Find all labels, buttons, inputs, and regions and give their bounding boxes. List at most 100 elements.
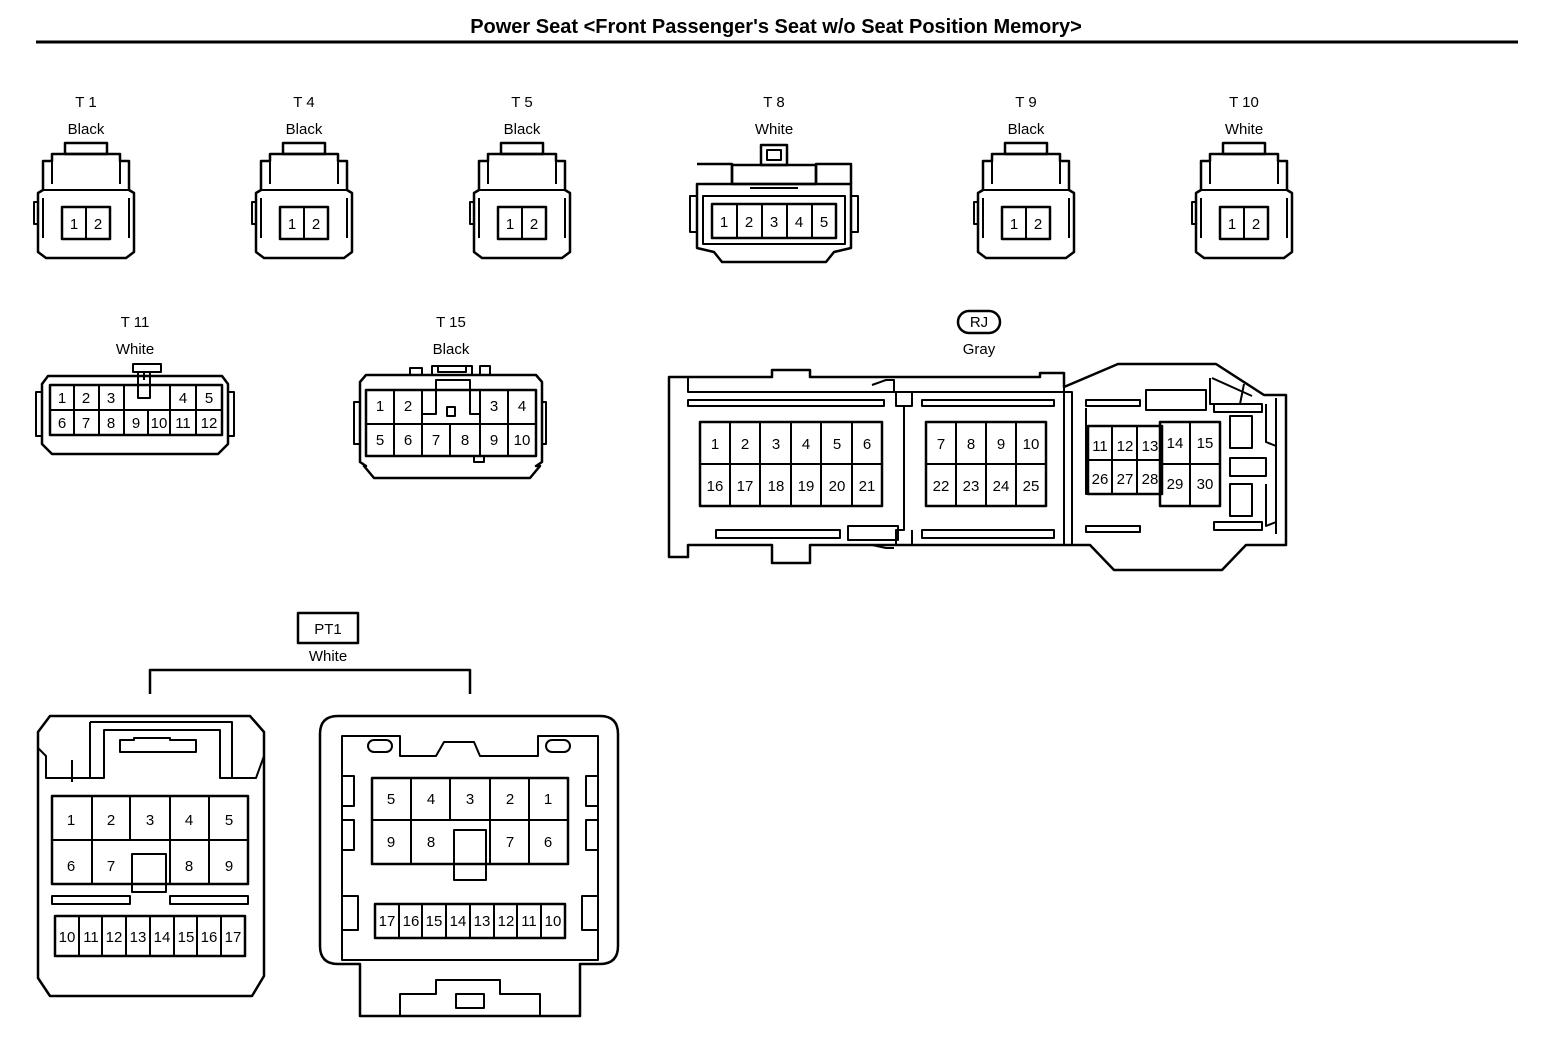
connector-pt1-male-pin: 2 [506, 791, 514, 808]
connector-t5-pin: 2 [530, 216, 538, 233]
connector-rj-pin: 2 [741, 436, 749, 453]
connector-rj-pin: 10 [1023, 436, 1040, 453]
connector-t9-color: Black [1008, 121, 1045, 138]
connector-rj-pin: 8 [967, 436, 975, 453]
connector-pt1-female: 1 2 3 4 5 6 7 8 9 10 11 12 13 14 15 16 1… [36, 714, 266, 998]
connector-t9-pin: 2 [1034, 216, 1042, 233]
connector-t11-pin: 2 [82, 390, 90, 407]
connector-t15-body: 1 2 3 4 5 6 7 8 9 10 [353, 365, 547, 480]
connector-pt1-female-pin: 11 [83, 929, 99, 946]
connector-t8-pin: 4 [795, 214, 803, 231]
connector-rj-pin: 27 [1117, 471, 1134, 488]
connector-pt1-male-pin: 6 [544, 834, 552, 851]
connector-t4-pin: 2 [312, 216, 320, 233]
connector-t11-pin: 8 [107, 415, 115, 432]
connector-pt1-female-pin: 14 [154, 929, 171, 946]
connector-pt1-female-pin: 4 [185, 812, 193, 829]
connector-rj-pin: 9 [997, 436, 1005, 453]
connector-t11-pin: 7 [82, 415, 90, 432]
connector-pt1-name: PT1 [314, 621, 342, 638]
connector-t4: T 4 Black 1 2 [251, 94, 354, 260]
connector-rj-pin: 15 [1197, 435, 1214, 452]
connector-rj-pin: 5 [833, 436, 841, 453]
connector-t5-body: 1 2 [469, 141, 572, 260]
connector-pt1-male-pin: 5 [387, 791, 395, 808]
connector-t1-pin: 2 [94, 216, 102, 233]
connector-t5-name: T 5 [511, 94, 532, 111]
connector-t11: T 11 White 1 2 3 4 5 6 7 8 9 10 11 12 [35, 314, 235, 456]
connector-rj-pin: 25 [1023, 478, 1040, 495]
connector-t11-pin: 3 [107, 390, 115, 407]
connector-t4-body: 1 2 [251, 141, 354, 260]
connector-rj-pin: 19 [798, 478, 815, 495]
connector-pt1-female-pin: 12 [106, 929, 123, 946]
connector-t10-name: T 10 [1229, 94, 1259, 111]
connector-t10-body: 1 2 [1191, 141, 1294, 260]
connector-pt1-male-pin: 9 [387, 834, 395, 851]
connector-t11-pin: 12 [201, 415, 218, 432]
connector-pt1-male-pin: 16 [403, 913, 420, 930]
connector-t1: T 1 Black 1 2 [33, 94, 136, 260]
connector-t8-pin: 2 [745, 214, 753, 231]
connector-rj-name: RJ [970, 314, 988, 331]
connector-pt1-male-pin: 11 [521, 913, 537, 930]
connector-t8-color: White [755, 121, 793, 138]
connector-t15-pin: 10 [514, 432, 531, 449]
connector-pt1-bracket [148, 668, 472, 694]
connector-rj-pin: 24 [993, 478, 1010, 495]
connector-rj-pin: 18 [768, 478, 785, 495]
connector-rj-pin: 4 [802, 436, 810, 453]
connector-t15-pin: 4 [518, 398, 526, 415]
connector-t15-name: T 15 [436, 314, 466, 331]
connector-pt1-male-pin: 4 [427, 791, 435, 808]
connector-t5-color: Black [504, 121, 541, 138]
connector-rj-pin: 14 [1167, 435, 1184, 452]
connector-t11-pin: 5 [205, 390, 213, 407]
connector-pt1-female-pin: 3 [146, 812, 154, 829]
connector-rj-pin: 23 [963, 478, 980, 495]
connector-pt1-female-pin: 5 [225, 812, 233, 829]
connector-t1-body: 1 2 [33, 141, 136, 260]
connector-pt1-male-pin: 12 [498, 913, 515, 930]
connector-rj-pin: 12 [1117, 438, 1134, 455]
connector-pt1-female-pin: 17 [225, 929, 242, 946]
connector-t4-color: Black [286, 121, 323, 138]
connector-t9-name: T 9 [1015, 94, 1036, 111]
connector-t9: T 9 Black 1 2 [973, 94, 1076, 260]
connector-t9-pin: 1 [1010, 216, 1018, 233]
connector-t11-pin: 9 [132, 415, 140, 432]
page-title: Power Seat <Front Passenger's Seat w/o S… [470, 16, 1082, 38]
connector-pt1-name-box [296, 611, 360, 645]
connector-pt1-female-pin: 13 [130, 929, 147, 946]
connector-t15-pin: 6 [404, 432, 412, 449]
connector-pt1-male-pin: 14 [450, 913, 467, 930]
connector-rj-pin: 7 [937, 436, 945, 453]
connector-rj-pin: 26 [1092, 471, 1109, 488]
connector-pt1-male-pin: 17 [379, 913, 396, 930]
connector-t1-color: Black [68, 121, 105, 138]
connector-rj-pin: 1 [711, 436, 719, 453]
connector-pt1-female-pin: 16 [201, 929, 218, 946]
connector-rj-pin: 16 [707, 478, 724, 495]
connector-t9-body: 1 2 [973, 141, 1076, 260]
connector-t15-pin: 3 [490, 398, 498, 415]
connector-rj-pin: 30 [1197, 476, 1214, 493]
connector-t10-color: White [1225, 121, 1263, 138]
connector-rj-pin: 17 [737, 478, 754, 495]
connector-pt1-female-pin: 9 [225, 858, 233, 875]
connector-t8: T 8 White 1 2 3 4 5 [689, 94, 859, 264]
connector-pt1-male-pin: 1 [544, 791, 552, 808]
connector-rj-color: Gray [963, 341, 996, 358]
connector-t8-name: T 8 [763, 94, 784, 111]
connector-pt1-male-pin: 8 [427, 834, 435, 851]
connector-t11-pin: 10 [151, 415, 168, 432]
connector-t15-pin: 8 [461, 432, 469, 449]
connector-rj-pin: 21 [859, 478, 876, 495]
connector-rj-pin: 11 [1092, 438, 1108, 455]
connector-pt1-female-pin: 1 [67, 812, 75, 829]
connector-t11-pin: 4 [179, 390, 187, 407]
connector-pt1-female-pin: 10 [59, 929, 76, 946]
connector-rj-pin: 20 [829, 478, 846, 495]
connector-rj-body: 1 2 3 4 5 6 7 8 9 10 11 12 13 14 15 16 1… [667, 362, 1288, 572]
